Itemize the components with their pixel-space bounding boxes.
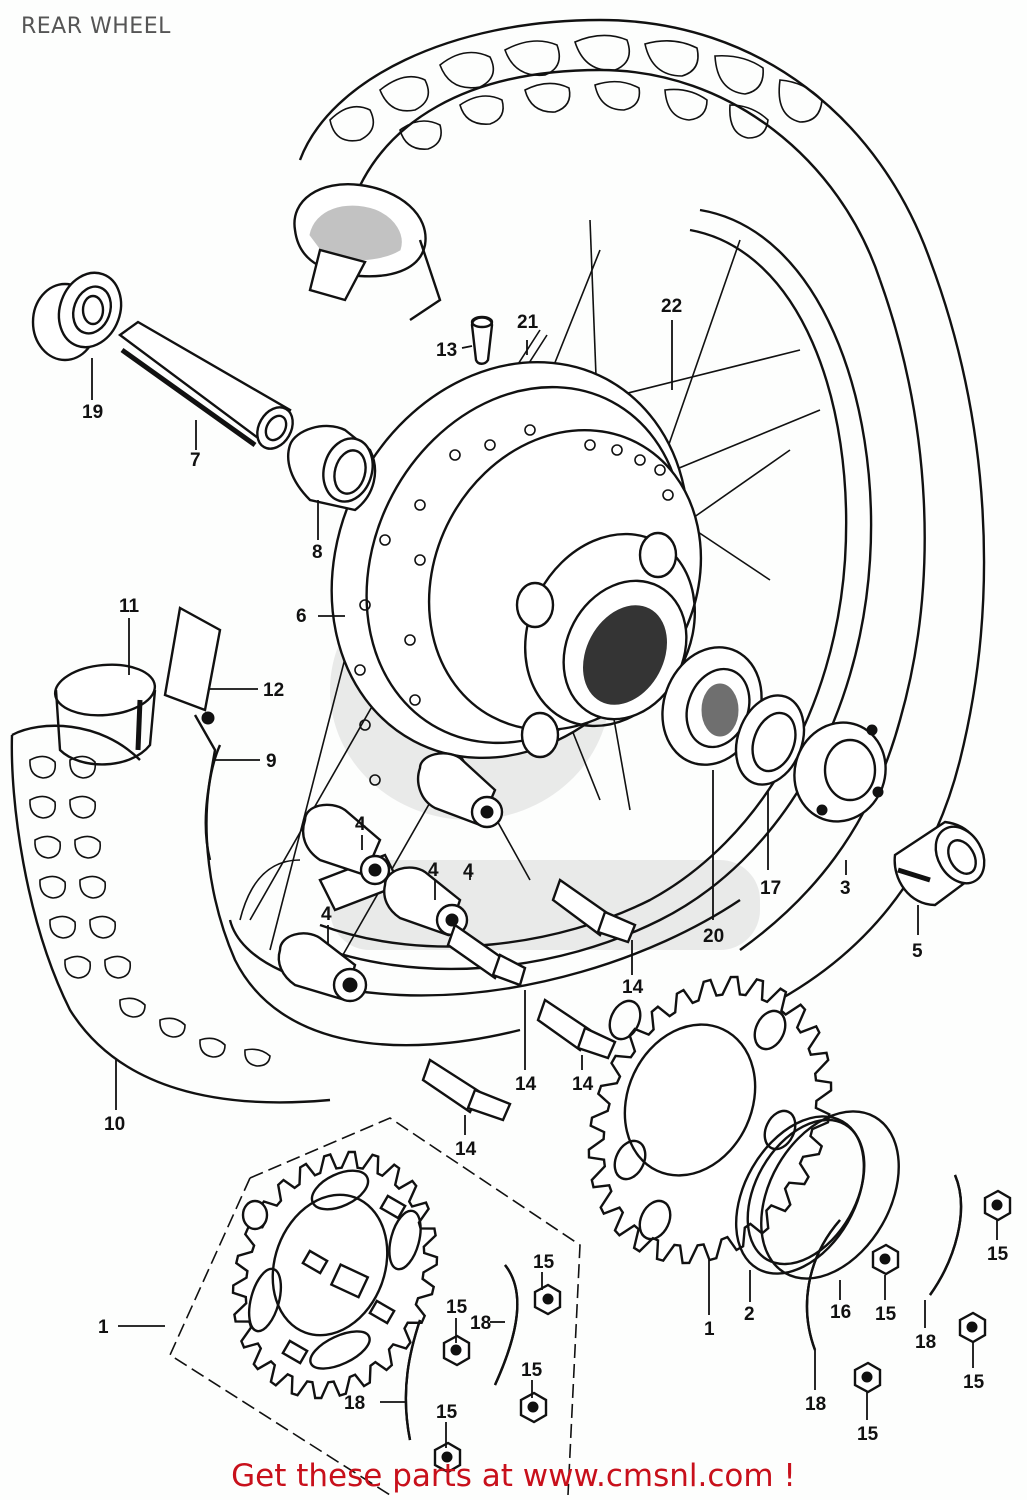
callout-14a: 14 [622,977,644,998]
callout-11: 11 [119,596,140,617]
callout-1-left: 1 [98,1317,109,1338]
collar-8 [287,424,377,512]
callout-4c: 4 [463,861,474,882]
bearing-19 [31,271,123,362]
sprocket-right-1 [587,975,833,1265]
tire-upper [293,18,986,1012]
circlip-2 [734,1115,866,1275]
callout-15a: 15 [533,1252,555,1273]
lock-washers-18 [404,1174,963,1441]
callout-labels: 19 7 8 13 21 22 6 11 12 9 4 4 4 4 20 17 … [82,296,1009,1445]
callout-18c: 18 [805,1394,826,1415]
callout-1-right: 1 [704,1319,715,1340]
damper-rubbers-4 [277,752,504,1003]
nuts-15 [433,1189,1012,1474]
callout-4d: 4 [321,904,332,925]
callout-7: 7 [190,450,201,471]
callout-18a: 18 [344,1393,365,1414]
stud-bolts-14 [421,878,637,1122]
callout-4b: 4 [428,860,439,881]
callout-22: 22 [661,296,682,317]
sprocket-left-1 [231,1150,439,1400]
callout-21: 21 [517,312,539,333]
promo-link[interactable]: Get these parts at www.cmsnl.com ! [231,1458,796,1494]
callout-14c: 14 [572,1074,594,1095]
callout-19: 19 [82,402,103,423]
valve-12 [163,606,222,712]
callout-3: 3 [840,878,851,899]
callout-17: 17 [760,878,781,899]
callout-20: 20 [703,926,724,947]
callout-6: 6 [296,606,307,627]
callout-12: 12 [263,680,284,701]
distance-collar-5 [893,820,986,907]
hub [330,360,703,786]
callout-13: 13 [436,340,457,361]
callout-18d: 18 [915,1332,936,1353]
distance-tube-7 [117,320,294,450]
sprocket-kit-box [168,1117,581,1496]
callout-14d: 14 [455,1139,477,1160]
callout-2: 2 [744,1304,755,1325]
callout-15f: 15 [857,1424,879,1445]
callout-15h: 15 [963,1372,985,1393]
rim-band-9 [193,711,217,861]
callout-15b: 15 [446,1297,468,1318]
bearing-retainer-3 [793,721,887,823]
leader-lines [91,320,998,1448]
diagram-title: REAR WHEEL [21,14,171,39]
callout-15c: 15 [521,1360,543,1381]
callout-18b: 18 [470,1313,491,1334]
valve-cap-13 [470,315,494,365]
callout-5: 5 [912,941,923,962]
callout-9: 9 [266,751,277,772]
callout-4a: 4 [355,814,366,835]
callout-15d: 15 [436,1402,458,1423]
callout-15e: 15 [875,1304,897,1325]
callout-14b: 14 [515,1074,537,1095]
callout-10: 10 [104,1114,125,1135]
inner-tube-11 [53,663,157,766]
callout-15g: 15 [987,1244,1009,1265]
callout-16: 16 [830,1302,851,1323]
lock-plate-16 [760,1110,900,1280]
callout-8: 8 [312,542,323,563]
